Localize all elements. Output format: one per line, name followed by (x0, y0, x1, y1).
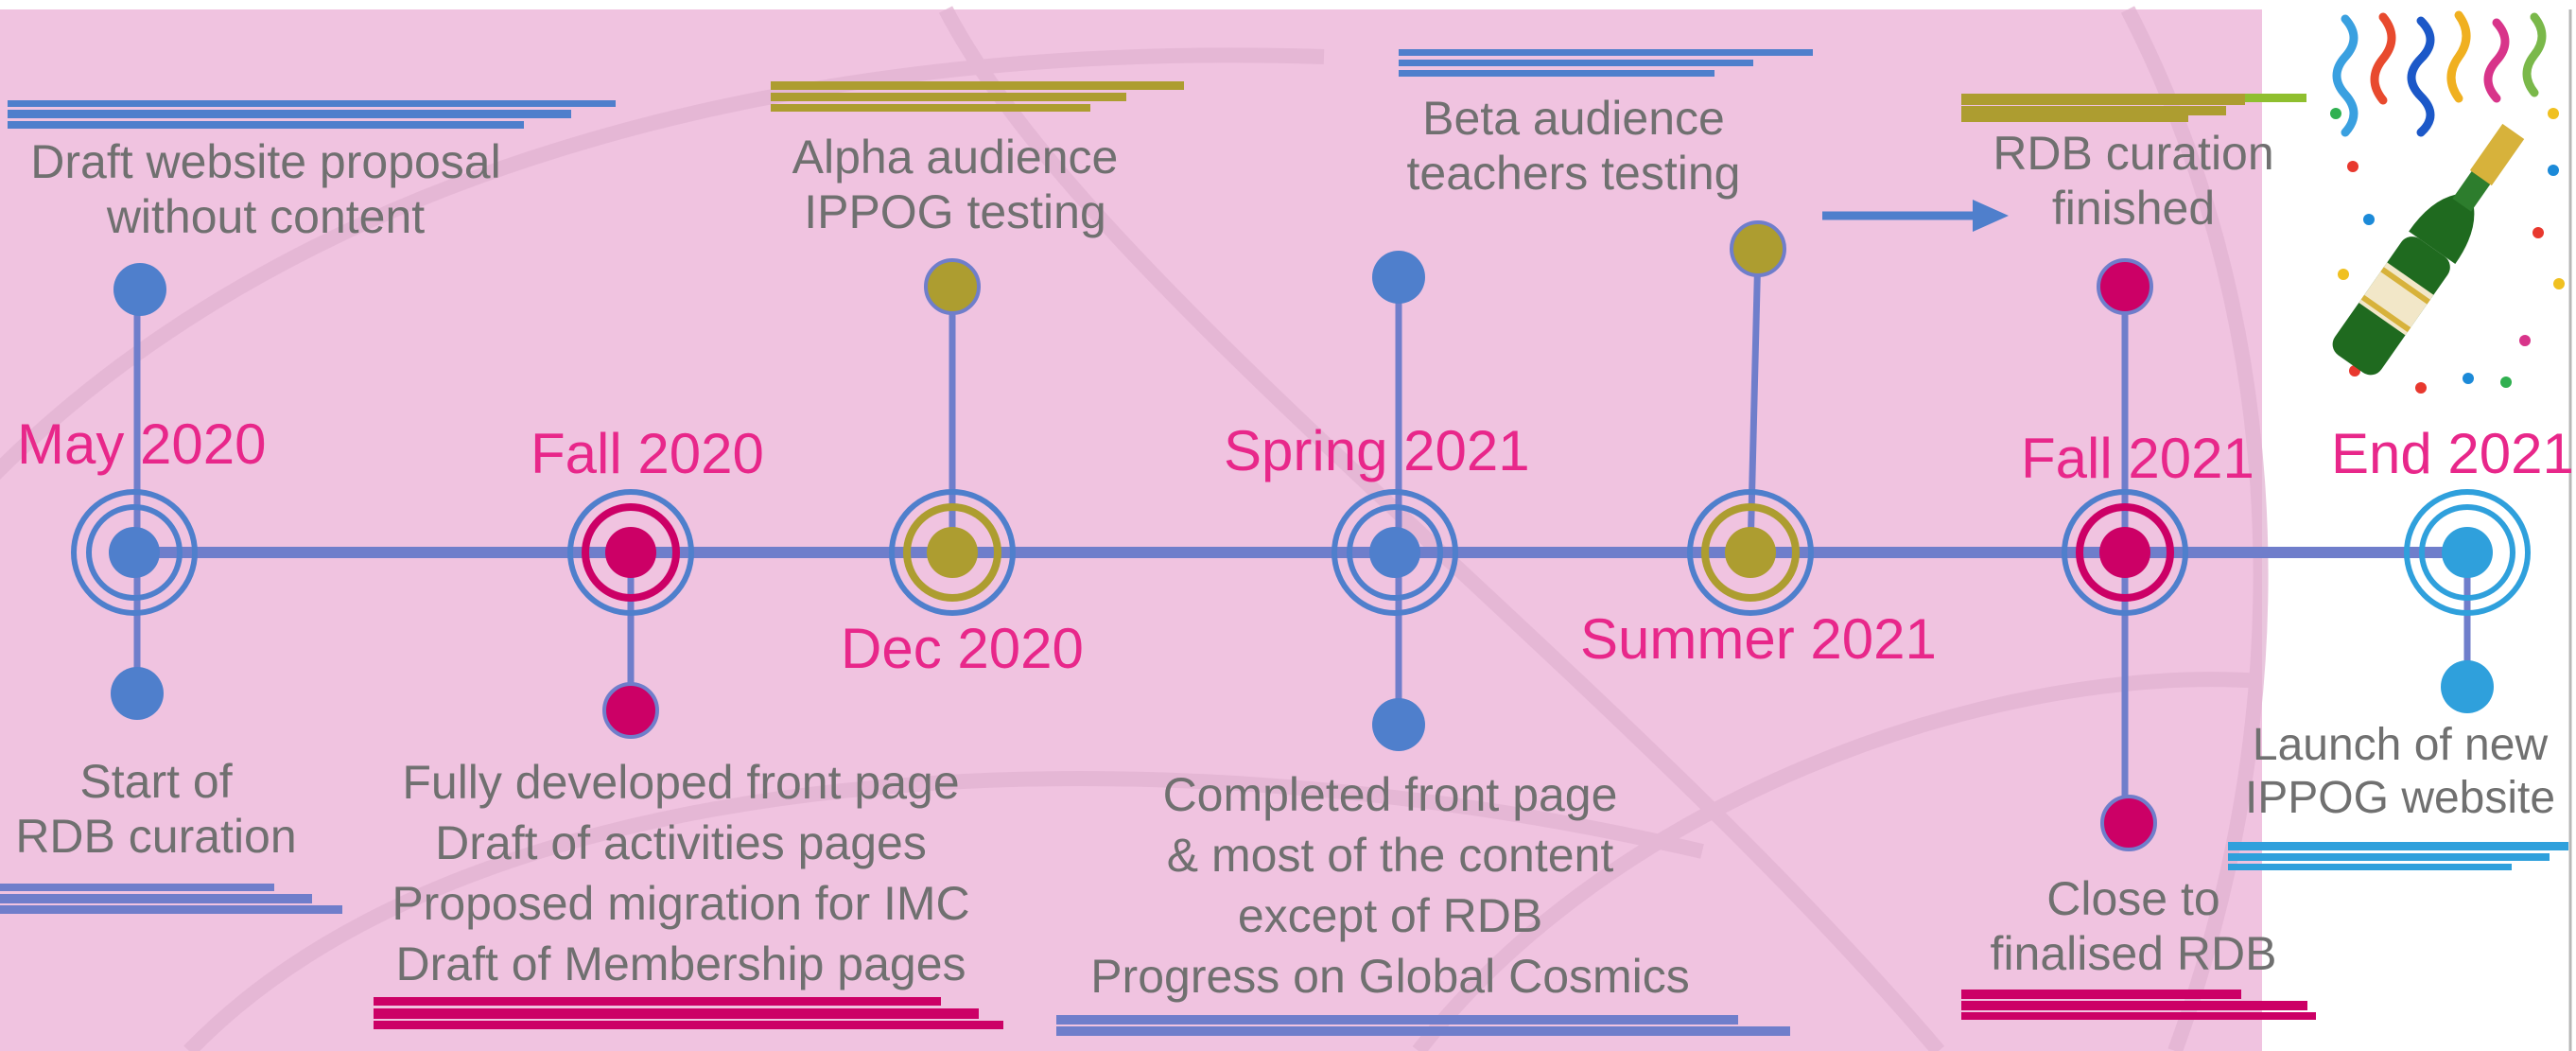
event-spring-2021-progress: Completed front page & most of the conte… (1040, 764, 1740, 1007)
milestone-fall-2021 (2062, 489, 2188, 616)
event-line: Fully developed front page (402, 756, 960, 809)
milestone-summer-2021 (1687, 489, 1814, 616)
event-line: finished (2051, 182, 2216, 235)
event-line: IPPOG website (2244, 772, 2556, 823)
event-line: Alpha audience (792, 131, 1119, 184)
date-end-2021: End 2021 (2331, 422, 2574, 485)
date-dec-2020: Dec 2020 (841, 617, 1084, 680)
date-spring-2021: Spring 2021 (1224, 419, 1530, 482)
event-line: Draft of Membership pages (395, 937, 966, 990)
background-arcs (0, 6, 2269, 1051)
event-beta-testing: Beta audience teachers testing (1337, 91, 1810, 201)
event-line: except of RDB (1237, 889, 1543, 942)
date-summer-2021: Summer 2021 (1580, 607, 1937, 671)
event-line: RDB curation (1993, 127, 2274, 180)
date-fall-2021: Fall 2021 (2021, 427, 2254, 490)
streamers-icon (2332, 10, 2547, 137)
event-alpha-testing: Alpha audience IPPOG testing (719, 130, 1192, 239)
event-close-to-finalised-rdb: Close to finalised RDB (1944, 871, 2323, 981)
event-draft-proposal: Draft website proposal without content (0, 134, 531, 244)
event-line: IPPOG testing (804, 185, 1106, 238)
milestone-fall-2020 (567, 489, 694, 616)
event-line: Launch of new (2252, 720, 2549, 770)
milestone-spring-2021 (1332, 489, 1458, 616)
event-line: finalised RDB (1990, 927, 2277, 980)
champagne-bottle-icon (2332, 123, 2525, 376)
event-line: Close to (2046, 872, 2220, 925)
champagne-picture (2330, 10, 2565, 394)
date-may-2020: May 2020 (17, 412, 267, 476)
event-line: Draft website proposal (30, 135, 501, 188)
right-arrow-icon (1822, 200, 2009, 232)
label-bars (0, 49, 2568, 1036)
slide-background (0, 9, 2262, 1051)
event-line: Start of (79, 755, 233, 808)
event-line: Beta audience (1422, 92, 1725, 145)
event-rdb-curation-start: Start of RDB curation (0, 754, 312, 864)
event-line: & most of the content (1166, 829, 1614, 882)
event-line: Proposed migration for IMC (392, 877, 970, 930)
event-launch-website: Launch of new IPPOG website (2228, 719, 2572, 824)
milestone-dec-2020 (889, 489, 1016, 616)
event-line: Progress on Global Cosmics (1090, 950, 1690, 1003)
event-line: Completed front page (1162, 768, 1618, 821)
event-rdb-curation-finished: RDB curation finished (1944, 126, 2323, 236)
event-line: Draft of activities pages (435, 816, 927, 869)
date-fall-2020: Fall 2020 (531, 422, 764, 485)
milestone-end-2021 (2404, 489, 2531, 616)
event-line: teachers testing (1406, 147, 1741, 200)
event-line: without content (106, 190, 426, 243)
event-line: RDB curation (15, 810, 297, 863)
event-fall-2020-progress: Fully developed front page Draft of acti… (340, 752, 1021, 994)
event-stems (133, 248, 2471, 823)
event-dots (111, 220, 2494, 851)
milestone-may-2020 (71, 489, 198, 616)
